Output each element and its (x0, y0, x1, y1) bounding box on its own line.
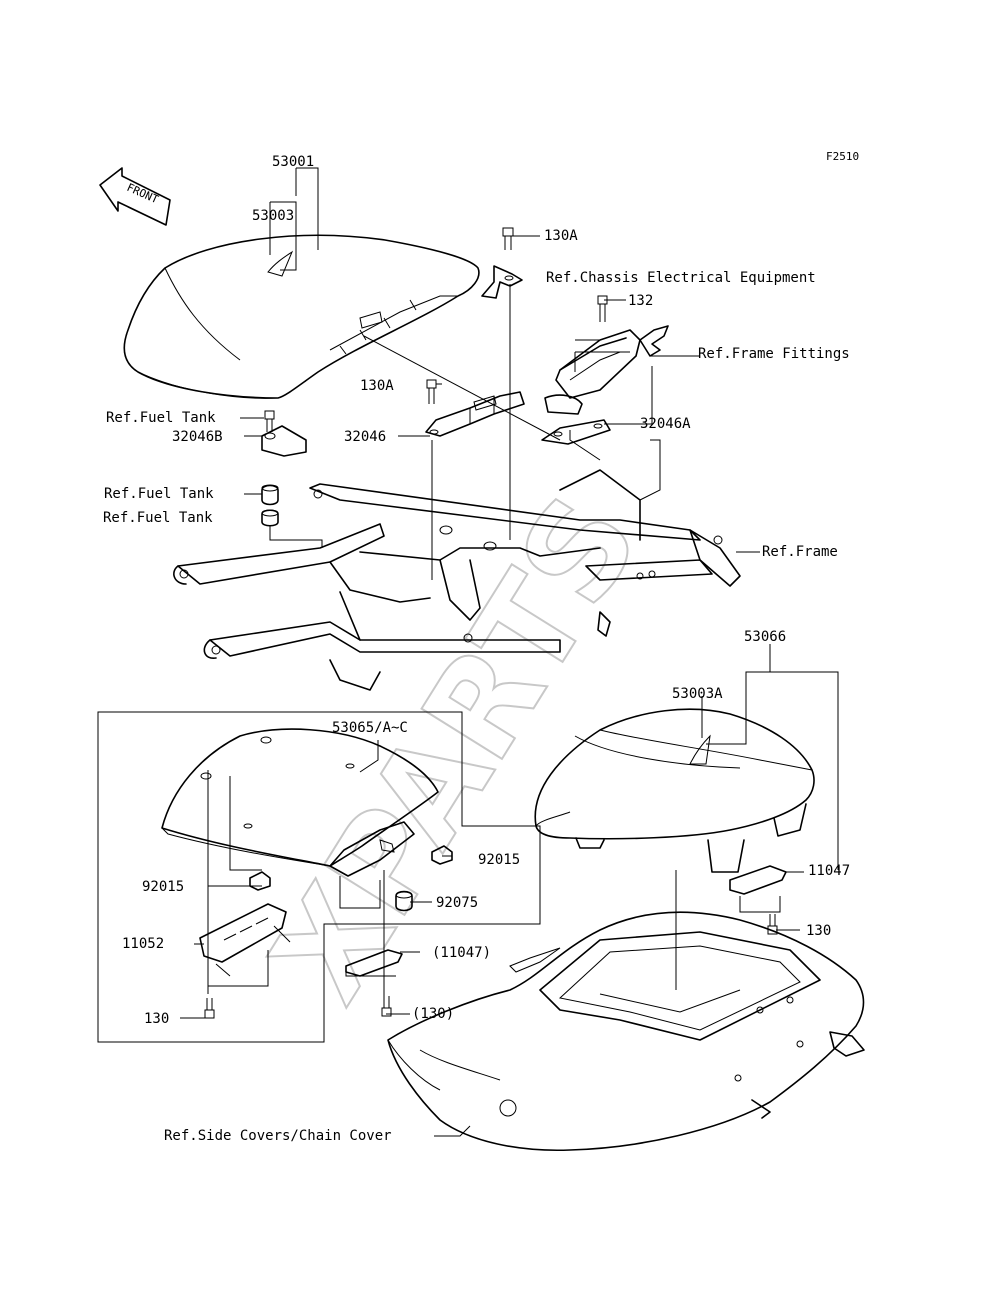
front-arrow-icon: FRONT (99, 167, 171, 226)
solo-cowl-inset-box (97, 711, 541, 1043)
label-ref-frame: Ref.Frame (762, 544, 838, 560)
label-ref-fuel-tank-3: Ref.Fuel Tank (103, 510, 213, 526)
pillion-seat-53066 (534, 708, 815, 873)
label-ref-side-covers: Ref.Side Covers/Chain Cover (164, 1128, 392, 1144)
diagram-code: F2510 (826, 150, 859, 163)
label-11047-paren: (11047) (432, 945, 491, 961)
label-130A-top: 130A (544, 228, 578, 244)
bolt-130A-top (481, 227, 523, 299)
nut-92015-left (249, 871, 271, 891)
label-132: 132 (628, 293, 653, 309)
rider-seat-53001 (123, 234, 480, 399)
label-ref-chassis-electrical: Ref.Chassis Electrical Equipment (546, 270, 816, 286)
label-92015-right: 92015 (478, 852, 520, 868)
label-130-right: 130 (806, 923, 831, 939)
label-92075: 92075 (436, 895, 478, 911)
label-53003A: 53003A (672, 686, 723, 702)
seat-lock-assembly (541, 295, 669, 445)
bracket-32046 (425, 379, 525, 437)
bracket-11052 (199, 903, 291, 1019)
seat-cowl-53065 (161, 728, 439, 877)
label-ref-fuel-tank-1: Ref.Fuel Tank (106, 410, 216, 426)
label-130A-mid: 130A (360, 378, 394, 394)
bracket-32046B (261, 410, 307, 527)
label-ref-frame-fittings: Ref.Frame Fittings (698, 346, 850, 362)
label-53066: 53066 (744, 629, 786, 645)
part-labels: F2510 53001 53003 130A Ref.Chassis Elect… (103, 150, 859, 1144)
label-11052: 11052 (122, 936, 164, 952)
label-92015-left: 92015 (142, 879, 184, 895)
damper-92075 (395, 890, 413, 912)
label-53003: 53003 (252, 208, 294, 224)
label-32046: 32046 (344, 429, 386, 445)
nut-92015-right (431, 845, 453, 865)
label-53001: 53001 (272, 154, 314, 170)
label-11047-right: 11047 (808, 863, 850, 879)
label-ref-fuel-tank-2: Ref.Fuel Tank (104, 486, 214, 502)
label-32046B: 32046B (172, 429, 223, 445)
label-32046A: 32046A (640, 416, 691, 432)
label-130-paren: (130) (412, 1006, 454, 1022)
tail-cover (387, 911, 865, 1152)
front-arrow-text: FRONT (125, 181, 161, 206)
label-130-left: 130 (144, 1011, 169, 1027)
leader-lines (180, 167, 839, 1137)
rear-frame (173, 469, 741, 691)
label-53065-a-c: 53065/A~C (332, 720, 408, 736)
bracket-11047-right (729, 865, 787, 935)
